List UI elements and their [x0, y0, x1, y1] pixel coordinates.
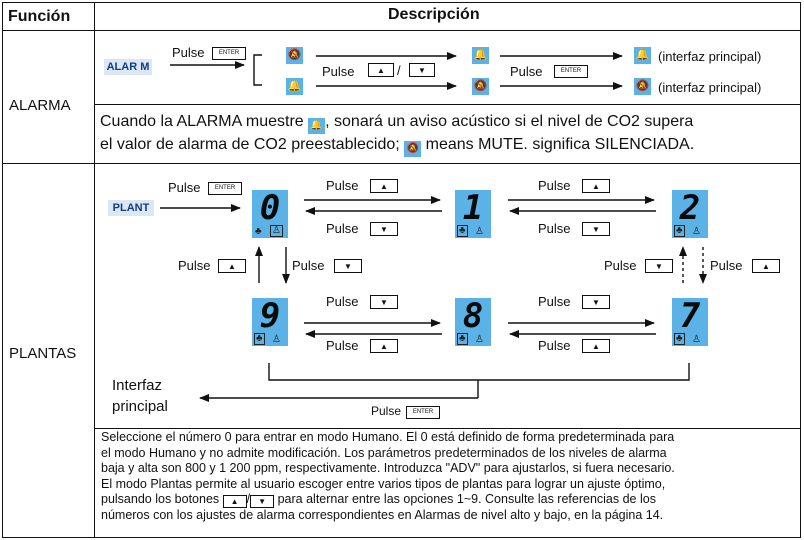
down-key-icon: ▼ — [370, 295, 398, 309]
plant-icon: ♣ — [674, 225, 685, 237]
pulse-label: Pulse — [326, 221, 359, 236]
lcd-digit-7: 7 ♣ ♙ — [672, 298, 708, 346]
header-funcion: Función — [8, 8, 71, 25]
plant-icon: ♣ — [457, 333, 468, 345]
plant-note-text: pulsando los botones — [101, 492, 220, 506]
up-key-icon: ▲ — [218, 259, 246, 273]
pulse-label: Pulse — [538, 338, 571, 353]
person-icon: ♙ — [475, 334, 484, 345]
bell-icon: 🔔 — [286, 78, 303, 95]
lcd-digit-1: 1 ♣ ♙ — [455, 190, 491, 238]
up-key-icon: ▲ — [370, 179, 398, 193]
pulse-label: Pulse — [326, 338, 359, 353]
alarm-note-text-2: , sonará un aviso acústico si el nivel d… — [325, 113, 694, 130]
person-icon: ♙ — [270, 225, 283, 237]
lcd-digit-9: 9 ♣ ♙ — [252, 298, 288, 346]
plant-icon: ♣ — [255, 226, 262, 237]
bell-mute-icon: 🔕 — [634, 78, 651, 95]
lcd-digit-8: 8 ♣ ♙ — [455, 298, 491, 346]
lcd-digit-value: 9 — [259, 296, 281, 336]
plant-note: Seleccione el número 0 para entrar en mo… — [101, 430, 799, 524]
alarm-tag: ALAR M — [104, 59, 152, 75]
plant-icon: ♣ — [457, 225, 468, 237]
pulse-label: Pulse — [326, 178, 359, 193]
plant-note-text: para alternar entre las opciones 1~9. Co… — [277, 492, 656, 506]
alarm-note-text-4: means MUTE. significa SILENCIADA. — [425, 136, 695, 153]
lcd-digit-2: 2 ♣ ♙ — [672, 190, 708, 238]
plant-pulse-label: Pulse — [168, 180, 201, 195]
plant-icon: ♣ — [674, 333, 685, 345]
alarm-bracket — [253, 54, 262, 86]
up-key-icon: ▲ — [752, 259, 780, 273]
slash-label: / — [397, 63, 401, 78]
alarm-note-text-1: Cuando la ALARMA muestre — [100, 113, 304, 130]
up-key-icon: ▲ — [222, 495, 247, 508]
enter-key-icon: ENTER — [406, 406, 440, 419]
plant-note-line: el modo Humano y no admite modificación.… — [101, 445, 667, 460]
enter-key-icon: ENTER — [554, 65, 588, 78]
bell-mute-icon: 🔕 — [472, 78, 489, 95]
pulse-label: Pulse — [178, 258, 211, 273]
plant-note-line: números con los ajustes de alarma corres… — [101, 508, 664, 522]
enter-key-icon: ENTER — [212, 47, 246, 60]
bell-icon: 🔔 — [634, 47, 651, 64]
lcd-digit-value: 7 — [679, 296, 701, 336]
down-key-icon: ▼ — [334, 259, 362, 273]
up-key-icon: ▲ — [368, 63, 394, 77]
slash-label: / — [246, 492, 251, 506]
pulse-label: Pulse — [538, 294, 571, 309]
person-icon: ♙ — [475, 226, 484, 237]
header-descripcion: Descripción — [388, 6, 480, 23]
pulse-label: Pulse — [538, 221, 571, 236]
interfaz-line1: Interfaz — [112, 377, 163, 394]
person-icon: ♙ — [692, 226, 701, 237]
alarm-pulse-label: Pulse — [172, 45, 205, 60]
lcd-digit-value: 0 — [259, 188, 281, 228]
alarm-pulse-label-3: Pulse — [510, 64, 543, 79]
bell-icon: 🔔 — [472, 47, 489, 64]
plant-note-line: baja y alta son 800 y 1 200 ppm, respect… — [101, 461, 675, 475]
bell-mute-icon: 🔕 — [286, 47, 303, 64]
person-icon: ♙ — [272, 334, 281, 345]
enter-key-icon: ENTER — [208, 182, 242, 195]
lcd-digit-value: 2 — [679, 188, 701, 228]
up-key-icon: ▲ — [582, 179, 610, 193]
down-key-icon: ▼ — [409, 63, 435, 77]
result-top: (interfaz principal) — [658, 49, 762, 64]
pulse-label: Pulse — [538, 178, 571, 193]
alarm-pulse-label-2: Pulse — [322, 64, 355, 79]
pulse-label: Pulse — [292, 258, 325, 273]
up-key-icon: ▲ — [370, 339, 398, 353]
down-key-icon: ▼ — [645, 259, 673, 273]
alarm-note: Cuando la ALARMA muestre 🔔, sonará un av… — [100, 111, 800, 157]
row-label-alarma: ALARMA — [9, 97, 71, 114]
bell-icon: 🔔 — [308, 118, 326, 134]
pulse-label: Pulse — [710, 258, 743, 273]
lcd-digit-0: 0 ♣ ♙ — [252, 190, 288, 238]
bottom-pulse-label: Pulse — [371, 404, 402, 418]
down-key-icon: ▼ — [250, 495, 275, 508]
result-bottom: (interfaz principal) — [658, 80, 762, 95]
alarm-note-text-3: el valor de alarma de CO2 preestablecido… — [100, 136, 400, 153]
plant-tag: PLANT — [108, 200, 154, 216]
plant-note-line: pulsando los botones ▲/▼ para alternar e… — [101, 492, 799, 508]
interfaz-line2: principal — [112, 398, 168, 415]
plant-note-line: El modo Plantas permite al usuario escog… — [101, 476, 666, 491]
lcd-digit-value: 8 — [462, 296, 484, 336]
down-key-icon: ▼ — [582, 295, 610, 309]
down-key-icon: ▼ — [370, 222, 398, 236]
lcd-digit-value: 1 — [462, 188, 484, 228]
plant-icon: ♣ — [254, 333, 265, 345]
pulse-label: Pulse — [326, 294, 359, 309]
up-key-icon: ▲ — [582, 339, 610, 353]
plant-note-line: Seleccione el número 0 para entrar en mo… — [101, 430, 675, 444]
bell-mute-icon: 🔕 — [404, 141, 422, 157]
down-key-icon: ▼ — [582, 222, 610, 236]
person-icon: ♙ — [692, 334, 701, 345]
pulse-label: Pulse — [604, 258, 637, 273]
row-label-plantas: PLANTAS — [9, 345, 77, 362]
